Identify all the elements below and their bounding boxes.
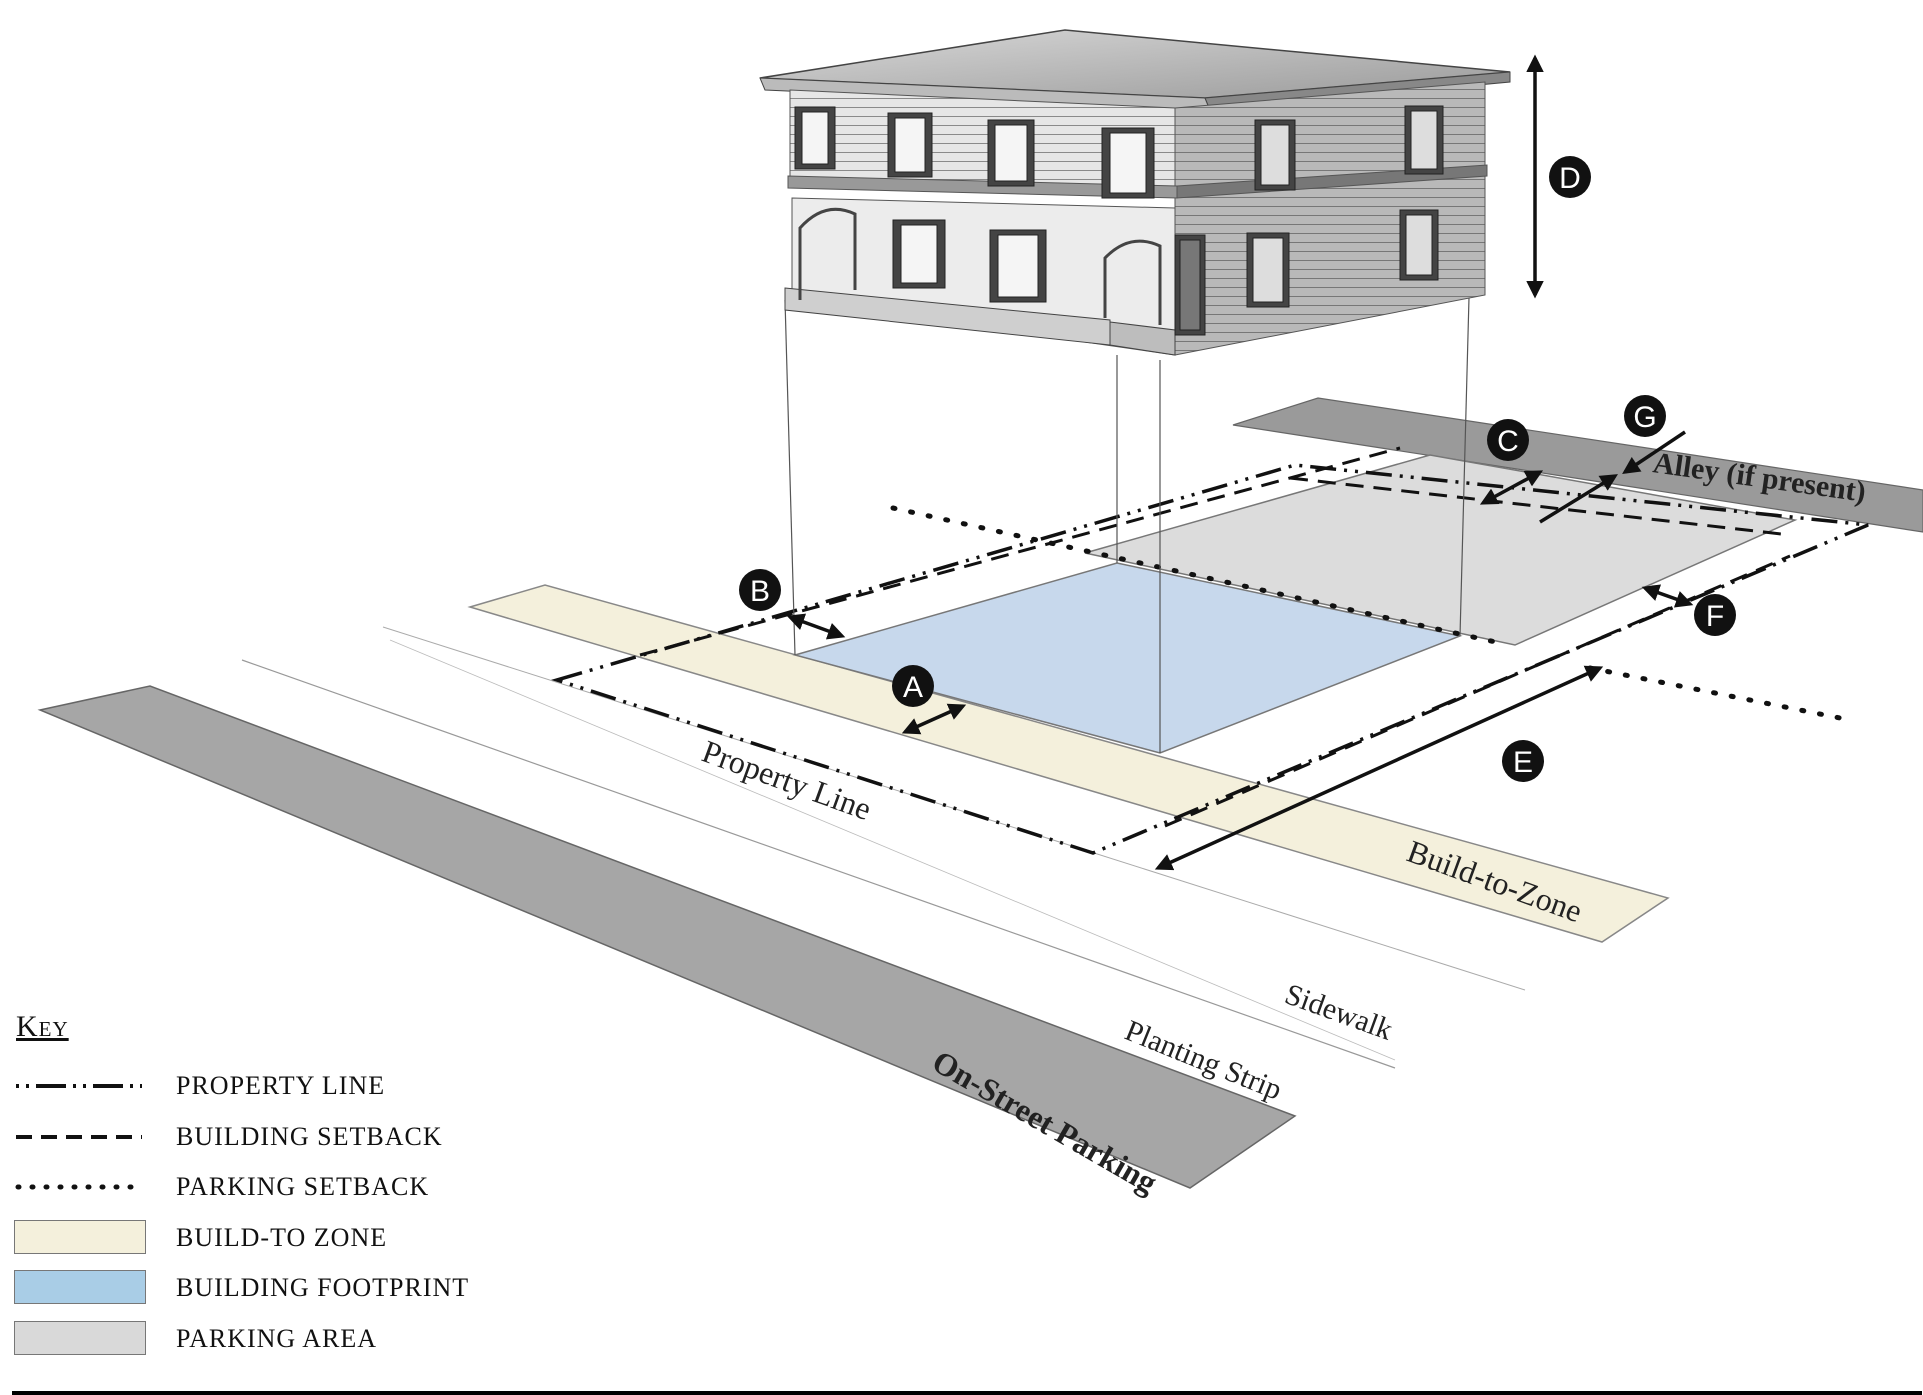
porch-arch xyxy=(798,207,857,300)
building-setback-swatch xyxy=(16,1134,142,1139)
dimension-arrow-e xyxy=(1154,665,1604,871)
building-setback-side xyxy=(639,446,1401,657)
key-label: PARKING AREA xyxy=(176,1323,378,1353)
key-label: BUILD-TO ZONE xyxy=(176,1222,388,1252)
property-line xyxy=(551,463,1869,855)
key-label: PARKING SETBACK xyxy=(176,1172,430,1201)
badge-f: F xyxy=(1694,594,1736,636)
svg-text:G: G xyxy=(1633,401,1656,434)
lower-windows xyxy=(892,209,1439,336)
svg-text:A: A xyxy=(903,671,923,704)
dimension-arrow-g-tail xyxy=(1622,430,1686,474)
sidewalk-inner-line xyxy=(389,639,1396,1061)
badge-g: G xyxy=(1624,395,1666,437)
upper-windows xyxy=(794,105,1444,199)
svg-text:B: B xyxy=(750,575,770,608)
alley-area xyxy=(1232,397,1923,533)
projection-line xyxy=(1459,259,1471,637)
svg-text:E: E xyxy=(1513,746,1533,779)
dimension-arrows xyxy=(786,54,1694,871)
badge-e: E xyxy=(1502,740,1544,782)
parking-setback-line xyxy=(1587,665,1843,721)
key-title: Key xyxy=(16,1010,69,1043)
dimension-arrow-b xyxy=(786,613,846,640)
badge-c: C xyxy=(1487,419,1529,461)
build-to-zone-swatch xyxy=(14,1219,146,1254)
badge-a: A xyxy=(892,665,934,707)
dimension-arrow-f xyxy=(1641,584,1694,608)
projection-line xyxy=(784,299,796,656)
parking-area-swatch xyxy=(14,1320,146,1355)
badge-d: D xyxy=(1549,156,1591,198)
dimension-arrow-a xyxy=(901,703,967,735)
on-street-parking-area xyxy=(37,685,1297,1189)
planting-strip-edge-line xyxy=(241,659,1396,1069)
svg-text:F: F xyxy=(1706,600,1724,633)
key-label: BUILDING SETBACK xyxy=(176,1121,443,1151)
dimension-arrow-g xyxy=(1539,474,1618,524)
dimension-arrow-c xyxy=(1479,470,1544,505)
parking-setback-swatch xyxy=(15,1184,144,1190)
key-label: PROPERTY LINE xyxy=(176,1071,386,1100)
porch-steps xyxy=(1109,321,1176,356)
building-footprint-swatch xyxy=(14,1270,146,1304)
house-illustration xyxy=(759,29,1511,356)
porch-arch xyxy=(1103,239,1162,325)
badge-b: B xyxy=(739,569,781,611)
key-label: BUILDING FOOTPRINT xyxy=(176,1273,470,1302)
svg-text:C: C xyxy=(1497,425,1519,458)
svg-text:D: D xyxy=(1559,162,1581,195)
property-line-swatch xyxy=(16,1084,142,1088)
bottom-rule xyxy=(12,1391,1922,1395)
